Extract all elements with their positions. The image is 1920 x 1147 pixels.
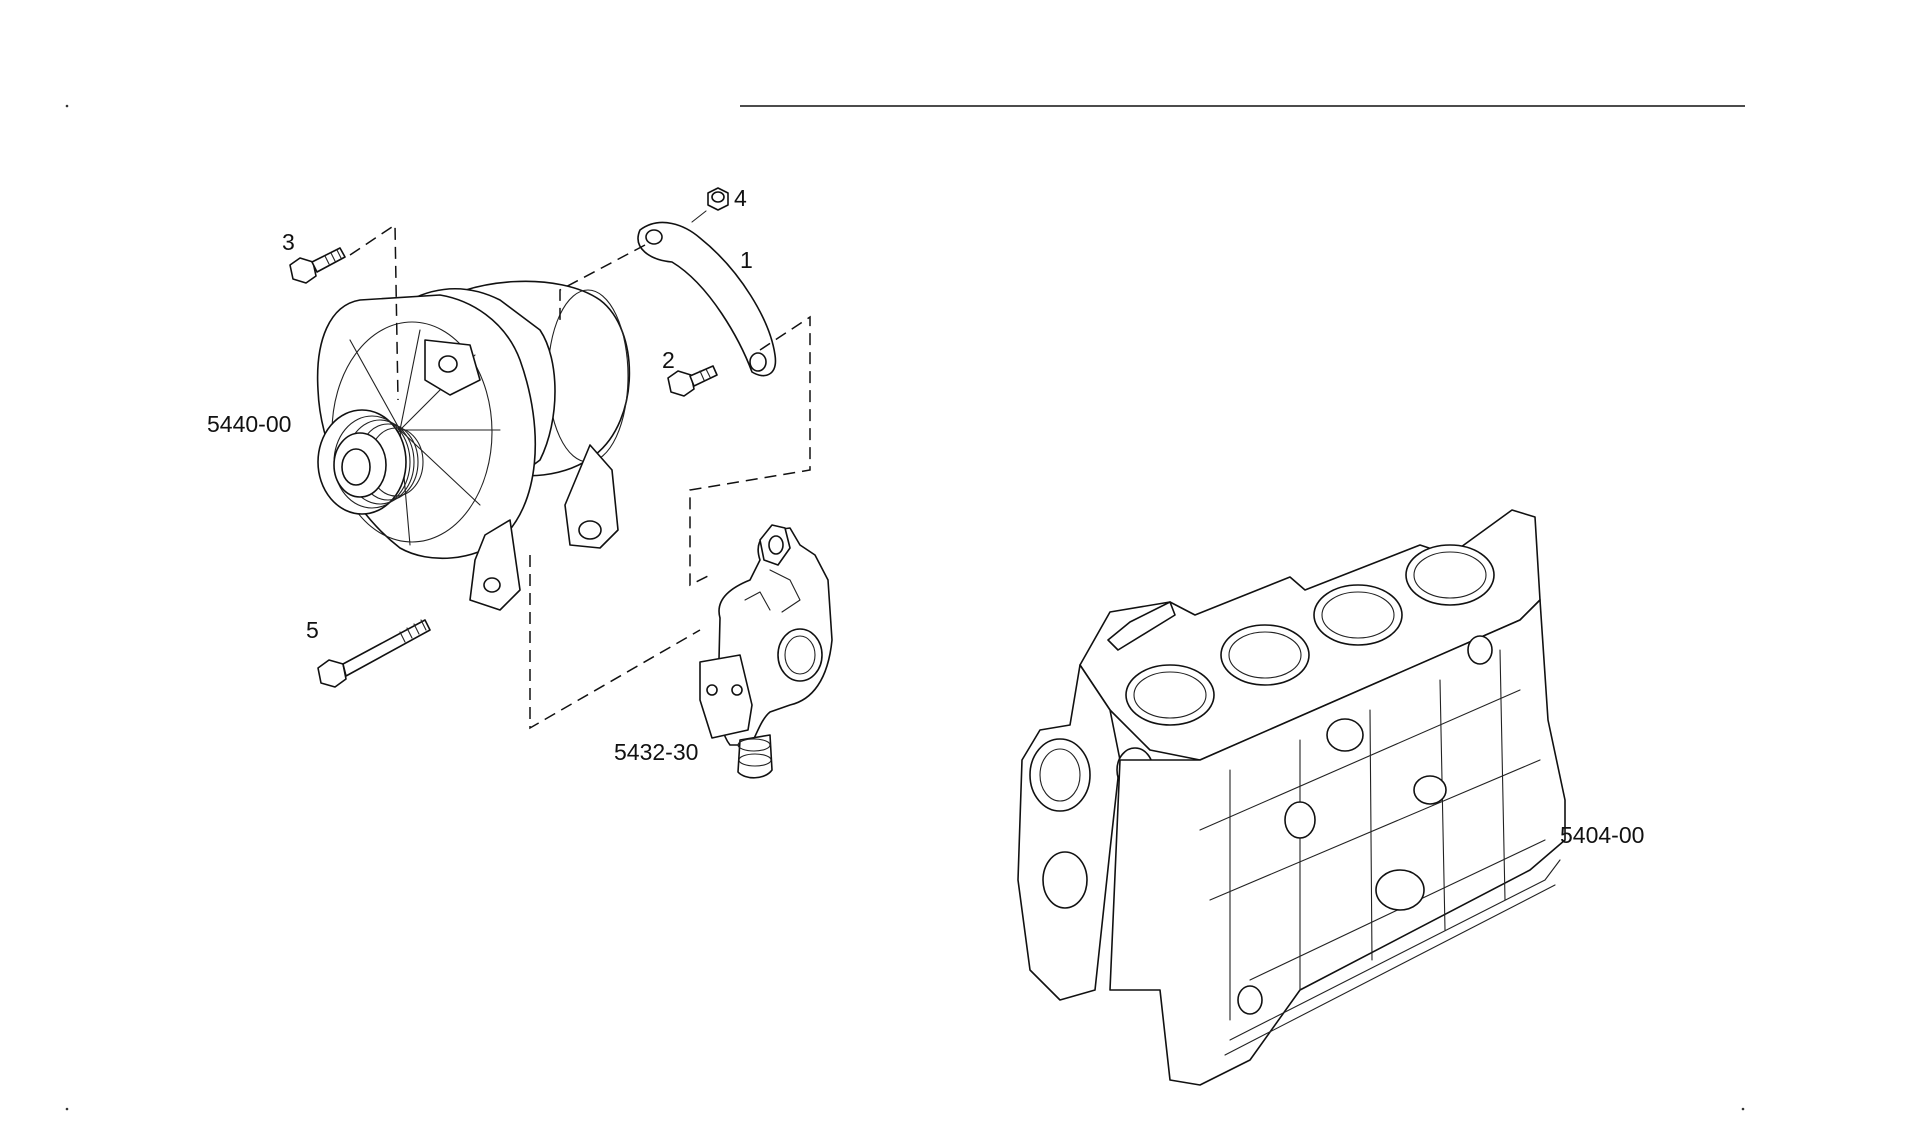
adjusting-strap [637, 221, 777, 377]
label-part-4: 4 [734, 185, 747, 211]
bolt-3 [289, 247, 346, 284]
bolt-5 [317, 619, 431, 688]
label-alternator: 5440-00 [207, 411, 291, 437]
corner-mark-bottom-left [65, 1107, 69, 1111]
bolt-2 [667, 365, 718, 397]
label-part-2: 2 [662, 347, 675, 373]
label-part-3: 3 [282, 229, 295, 255]
alternator-drawing [316, 280, 631, 611]
corner-mark-bottom-right [1741, 1107, 1745, 1111]
label-part-1: 1 [740, 247, 753, 273]
leader-lines [349, 223, 811, 730]
corner-mark-top-left [65, 104, 69, 108]
label-engine-block: 5404-00 [1560, 822, 1644, 848]
label-bracket: 5432-30 [614, 739, 698, 765]
alternator-bracket [699, 524, 833, 779]
label-part-5: 5 [306, 617, 319, 643]
engine-block-drawing [1017, 509, 1566, 1086]
nut [691, 187, 729, 223]
